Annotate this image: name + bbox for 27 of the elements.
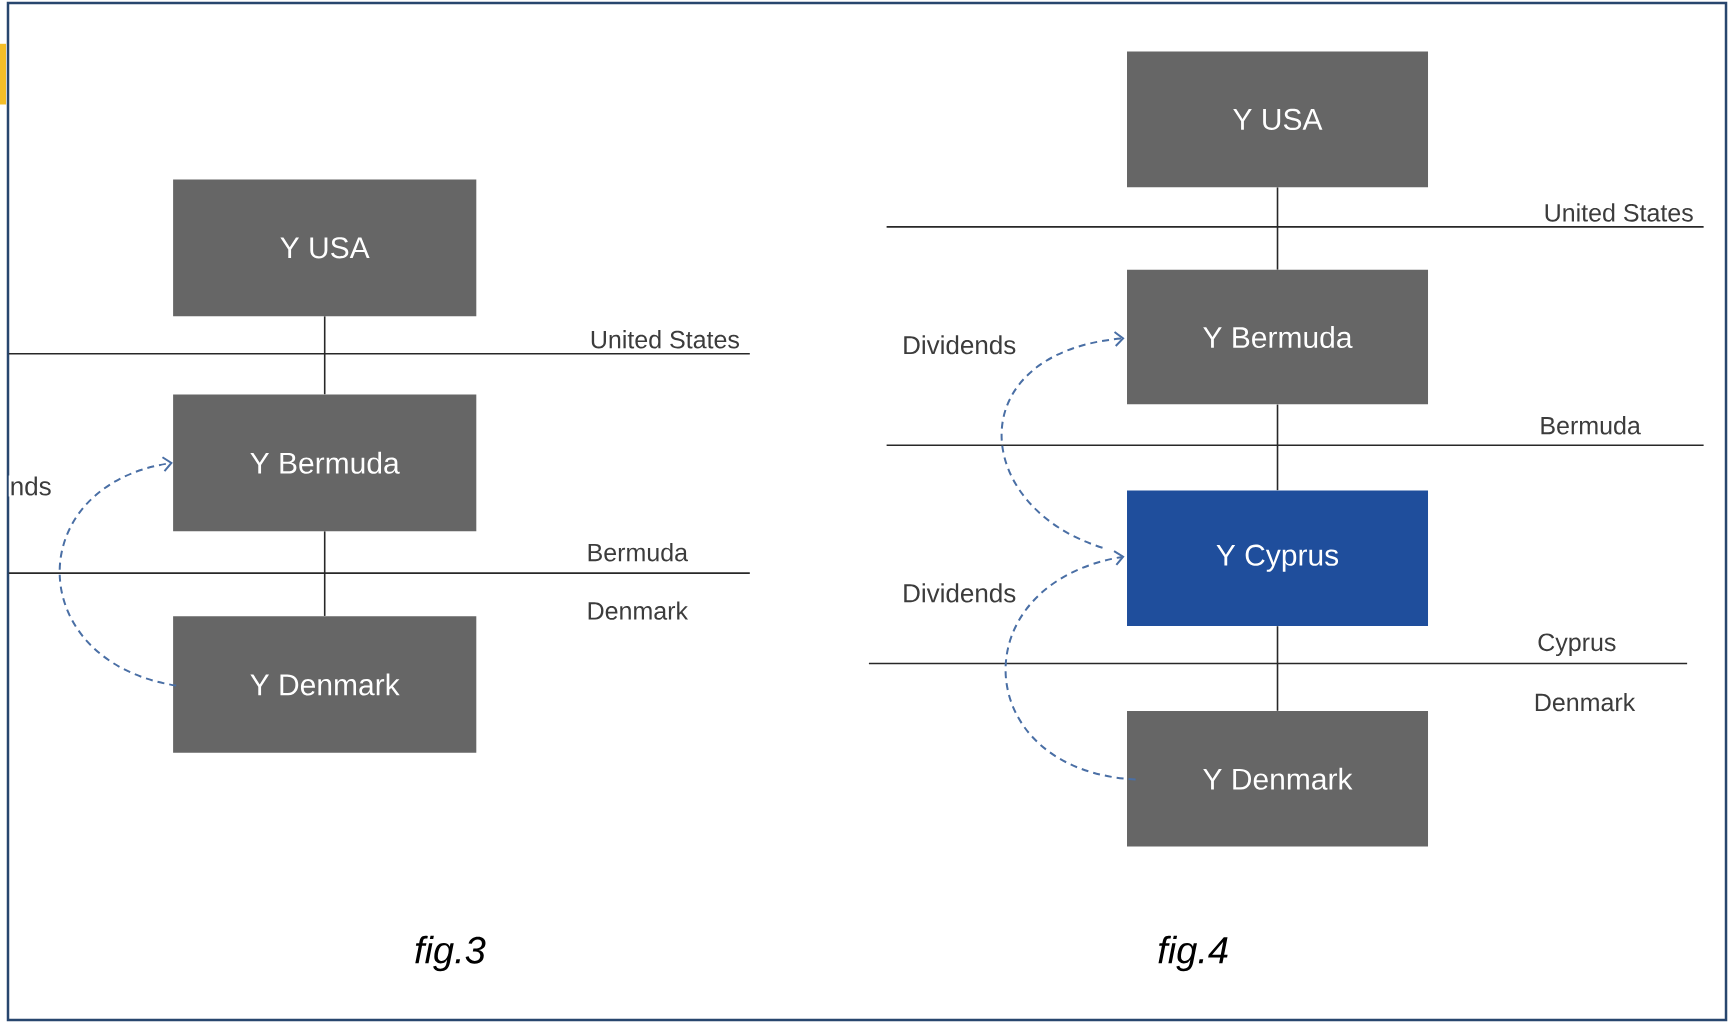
- entity-box: Y Bermuda: [173, 394, 477, 532]
- entity-box: Y Bermuda: [1127, 269, 1428, 405]
- country-label: United States: [591, 330, 739, 349]
- edge-label: Dividends: [901, 582, 1018, 604]
- connector-line: [1276, 625, 1279, 712]
- country-label: Denmark: [1535, 692, 1636, 712]
- country-label: Cyprus: [1538, 633, 1616, 657]
- dashed-arrow: [1004, 550, 1137, 781]
- edge-label: Dividends: [901, 334, 1018, 356]
- entity-box: Y USA: [1127, 51, 1428, 188]
- entity-box: Y Denmark: [173, 616, 477, 753]
- country-label: Bermuda: [1541, 416, 1641, 435]
- entity-box: Y Denmark: [1127, 711, 1428, 847]
- connector-line: [323, 530, 326, 617]
- country-label: Bermuda: [588, 543, 688, 562]
- entity-box: Y Cyprus: [1127, 490, 1428, 626]
- dashed-arrow: [1000, 331, 1125, 549]
- figure-caption: fig.3: [415, 935, 486, 972]
- edge-label: nds: [8, 475, 53, 497]
- entity-box: Y USA: [173, 179, 477, 317]
- country-label: United States: [1545, 203, 1693, 222]
- connector-line: [323, 315, 326, 396]
- country-label: Denmark: [588, 601, 689, 620]
- connector-line: [1276, 403, 1279, 491]
- dashed-arrow: [58, 456, 178, 687]
- connector-line: [1276, 186, 1279, 271]
- figure-caption: fig.4: [1158, 935, 1228, 972]
